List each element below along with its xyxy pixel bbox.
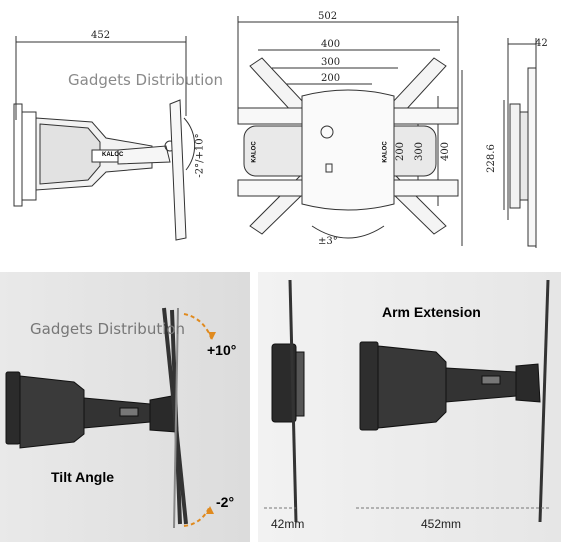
technical-drawing-panel: 452 502 400 300 200 200 300 400 42 228.6…	[0, 0, 561, 262]
tilt-minus-label: -2°	[216, 494, 235, 510]
brand-badge-front-right: KALOC	[382, 141, 389, 163]
dim-front-width: 502	[318, 11, 338, 22]
dim-vert-400: 400	[440, 141, 452, 162]
tilt-plus-label: +10°	[207, 342, 237, 358]
dim-swivel: ±3°	[318, 236, 338, 247]
dim-arm-300: 300	[321, 57, 341, 68]
tilt-mount-illustration	[5, 307, 216, 529]
arm-extension-photo: Arm Extension 42mm 452mm	[258, 272, 561, 542]
arm-min-depth-label: 42mm	[271, 517, 305, 531]
brand-badge-side: KALOC	[102, 152, 124, 158]
arm-extension-illustration	[264, 279, 550, 523]
tilt-angle-title: Tilt Angle	[51, 469, 114, 485]
dim-arm-200: 200	[321, 73, 341, 84]
dim-arm-400: 400	[321, 39, 341, 50]
dim-side-width: 452	[91, 30, 111, 41]
watermark-top: Gadgets Distribution	[68, 71, 224, 89]
dim-tilt-range: -2°/+10°	[194, 133, 206, 178]
technical-drawing	[13, 16, 537, 248]
dim-height: 228.6	[485, 144, 497, 173]
brand-badge-front: KALOC	[251, 141, 258, 163]
dim-vert-200: 200	[395, 141, 407, 162]
dim-depth-min: 42	[535, 38, 548, 49]
arm-extension-title: Arm Extension	[382, 304, 481, 320]
watermark-bottom: Gadgets Distribution	[30, 320, 186, 338]
dim-vert-300: 300	[414, 141, 426, 162]
tilt-angle-photo: Gadgets Distribution +10° -2° Tilt Angle	[0, 272, 250, 542]
arm-max-extension-label: 452mm	[421, 517, 462, 531]
